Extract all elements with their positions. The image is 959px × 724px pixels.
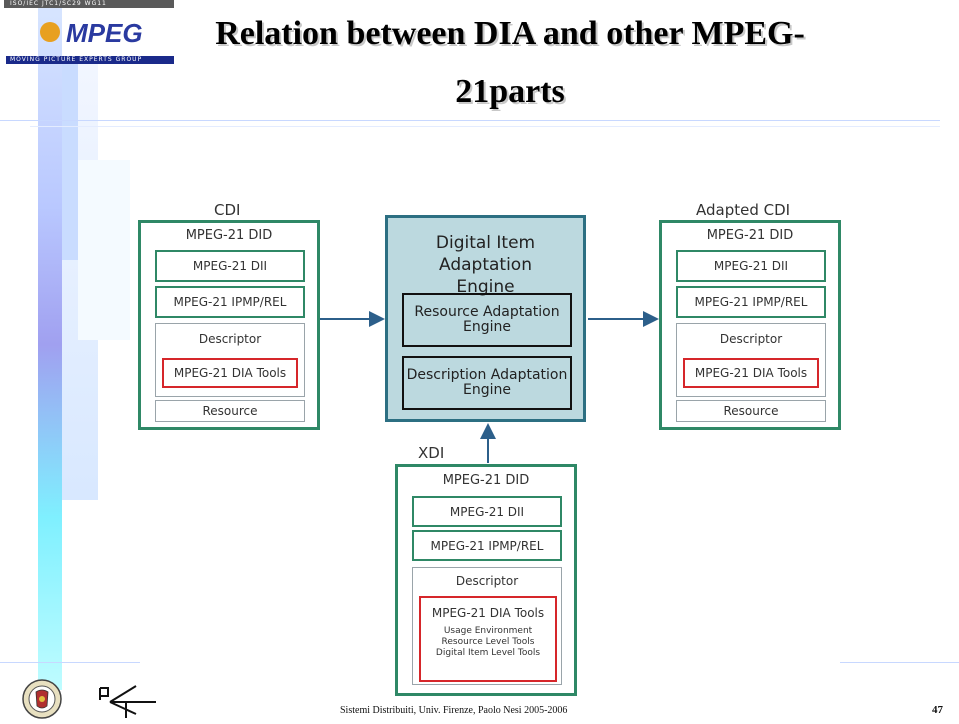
logo-bottom-text: MOVING PICTURE EXPERTS GROUP	[10, 56, 143, 63]
cdi-resource: Resource	[155, 400, 305, 422]
adapted-cdi-label: Adapted CDI	[696, 201, 791, 219]
logo-top-text: ISO/IEC JTC1/SC29 WG11	[10, 0, 107, 7]
page-number: 47	[932, 704, 943, 716]
slide-title: Relation between DIA and other MPEG- 21p…	[130, 14, 890, 112]
xdi-label: XDI	[418, 444, 445, 462]
adapted-cdi-descriptor: Descriptor MPEG-21 DIA Tools	[676, 323, 826, 397]
adapted-cdi-dii: MPEG-21 DII	[676, 250, 826, 282]
xdi-did: MPEG-21 DID	[442, 473, 530, 488]
xdi-descriptor: Descriptor MPEG-21 DIA Tools Usage Envir…	[412, 567, 562, 685]
cdi-dia-tools: MPEG-21 DIA Tools	[162, 358, 298, 388]
adapted-cdi-ipmp: MPEG-21 IPMP/REL	[676, 286, 826, 318]
decor-gradient-bar	[38, 0, 62, 690]
cdi-box: MPEG-21 DID MPEG-21 DII MPEG-21 IPMP/REL…	[138, 220, 320, 430]
xdi-dii: MPEG-21 DII	[412, 496, 562, 527]
svg-text:MPEG: MPEG	[66, 18, 143, 48]
decor-block-white	[78, 160, 130, 340]
xdi-dia-tools: MPEG-21 DIA Tools	[431, 606, 545, 620]
footer-divider-left	[0, 662, 140, 663]
slide-title-line2: 21parts	[455, 73, 565, 110]
lab-logo-icon	[96, 680, 166, 720]
cdi-descriptor: Descriptor MPEG-21 DIA Tools	[155, 323, 305, 397]
mpeg-logo: MPEG ISO/IEC JTC1/SC29 WG11 MOVING PICTU…	[4, 0, 174, 66]
adapted-cdi-box: MPEG-21 DID MPEG-21 DII MPEG-21 IPMP/REL…	[659, 220, 841, 430]
xdi-ipmp: MPEG-21 IPMP/REL	[412, 530, 562, 561]
xdi-dia-tools-box: MPEG-21 DIA Tools Usage Environment Reso…	[419, 596, 557, 682]
xdi-digital-item-level-tools: Digital Item Level Tools	[435, 648, 541, 658]
xdi-box: MPEG-21 DID MPEG-21 DII MPEG-21 IPMP/REL…	[395, 464, 577, 696]
adapted-cdi-did: MPEG-21 DID	[706, 228, 794, 243]
footer-divider-right	[840, 662, 959, 663]
adapted-cdi-descriptor-label: Descriptor	[719, 332, 783, 346]
cdi-did: MPEG-21 DID	[185, 228, 273, 243]
dia-engine-title: Digital Item Adaptation Engine	[435, 233, 536, 297]
footer-text: Sistemi Distribuiti, Univ. Firenze, Paol…	[340, 705, 568, 716]
adapted-cdi-resource: Resource	[676, 400, 826, 422]
xdi-resource-level-tools: Resource Level Tools	[441, 637, 535, 647]
xdi-descriptor-label: Descriptor	[455, 574, 519, 588]
cdi-ipmp: MPEG-21 IPMP/REL	[155, 286, 305, 318]
resource-adaptation-engine: Resource Adaptation Engine	[402, 293, 572, 347]
decor-block-small	[62, 60, 78, 260]
cdi-dii: MPEG-21 DII	[155, 250, 305, 282]
description-adaptation-engine: Description Adaptation Engine	[402, 356, 572, 410]
xdi-usage-environment: Usage Environment	[443, 626, 533, 636]
header-divider-light	[30, 126, 940, 127]
cdi-label: CDI	[214, 201, 241, 219]
slide-title-line1: Relation between DIA and other MPEG-	[215, 15, 805, 52]
dia-engine: Digital Item Adaptation Engine Resource …	[385, 215, 586, 422]
university-seal-icon	[22, 678, 62, 720]
header-divider	[0, 120, 940, 121]
cdi-descriptor-label: Descriptor	[198, 332, 262, 346]
adapted-cdi-dia-tools: MPEG-21 DIA Tools	[683, 358, 819, 388]
